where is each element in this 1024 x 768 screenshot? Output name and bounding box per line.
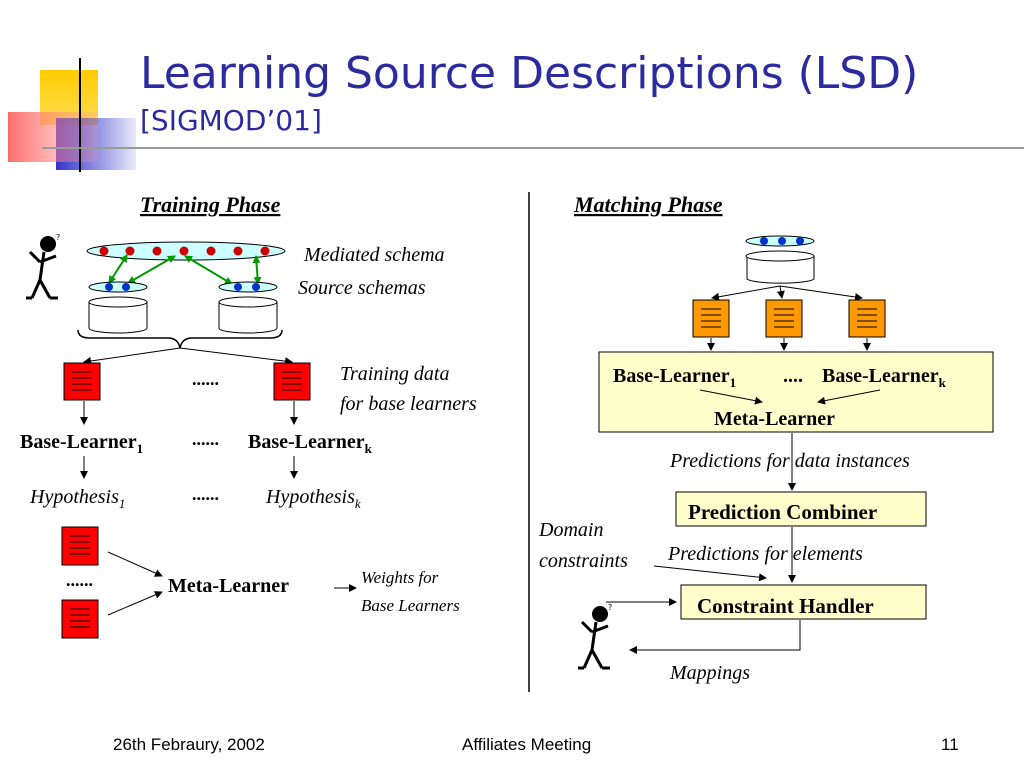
matching-data-doc-1: [692, 299, 730, 338]
matching-source-schema: [745, 235, 815, 284]
footer-date: 26th Febraury, 2002: [113, 735, 265, 754]
constraint-handler-box: [680, 584, 927, 620]
matching-data-doc-2: [765, 299, 803, 338]
matching-phase: Matching Phase: [538, 192, 994, 684]
slide-title: Learning Source Descriptions (LSD): [140, 48, 918, 99]
hypothesis-k-label: Hypothesisk: [265, 486, 361, 511]
prediction-combiner-label: Prediction Combiner: [688, 500, 877, 524]
predictions-instances-label: Predictions for data instances: [669, 450, 910, 472]
svg-text:?: ?: [608, 603, 612, 612]
slide-subtitle: [SIGMOD’01]: [140, 104, 322, 137]
decorative-logo: [8, 58, 1024, 172]
matching-meta-learner: Meta-Learner: [714, 408, 835, 430]
mappings-label: Mappings: [669, 662, 750, 684]
base-learner-ellipsis: ......: [192, 429, 219, 449]
training-data-doc-1: [63, 362, 101, 401]
training-data-label-line2: for base learners: [340, 393, 477, 415]
meta-learner-label: Meta-Learner: [168, 575, 289, 597]
source-schema-1: [88, 281, 148, 334]
footer-page-number: 11: [941, 735, 959, 754]
schema-mapping-arrows: [108, 254, 262, 285]
svg-text:?: ?: [56, 233, 60, 242]
mediated-schema-label: Mediated schema: [303, 244, 445, 266]
user-feedback-person-icon: ?: [578, 603, 612, 670]
weights-label-line1: Weights for: [361, 568, 439, 587]
meta-training-doc-1: [61, 526, 99, 566]
matching-base-learner-ellipsis: ....: [783, 365, 803, 387]
matching-heading: Matching Phase: [573, 192, 723, 217]
constraint-handler-label: Constraint Handler: [697, 594, 874, 618]
learners-panel: [598, 351, 994, 433]
base-learner-1-label: Base-Learner1: [20, 431, 143, 456]
base-learner-k-label: Base-Learnerk: [248, 431, 373, 456]
training-phase: Training Phase ? Mediated schema: [20, 192, 477, 639]
source-schema-k: [218, 281, 278, 334]
prediction-combiner-box: [675, 491, 927, 527]
weights-label-line2: Base Learners: [361, 596, 460, 615]
mediated-schema-nodes: [99, 246, 270, 256]
matching-data-doc-3: [848, 299, 886, 338]
thinking-person-icon: ?: [26, 233, 60, 300]
matching-base-learner-k: Base-Learnerk: [822, 365, 947, 390]
source-schemas-label: Source schemas: [298, 277, 426, 299]
training-heading: Training Phase: [140, 192, 281, 217]
domain-constraints-line1: Domain: [538, 519, 603, 541]
domain-constraints-line2: constraints: [539, 550, 628, 572]
training-data-ellipsis: ......: [192, 369, 219, 389]
meta-training-doc-k: [61, 599, 99, 639]
hypothesis-ellipsis: ......: [192, 484, 219, 504]
training-data-doc-k: [273, 362, 311, 401]
matching-base-learner-1: Base-Learner1: [613, 365, 736, 390]
training-data-label-line1: Training data: [340, 363, 449, 385]
meta-training-ellipsis: ......: [66, 570, 93, 590]
hypothesis-1-label: Hypothesis1: [29, 486, 125, 511]
predictions-elements-label: Predictions for elements: [667, 543, 863, 565]
footer-event: Affiliates Meeting: [462, 735, 591, 754]
